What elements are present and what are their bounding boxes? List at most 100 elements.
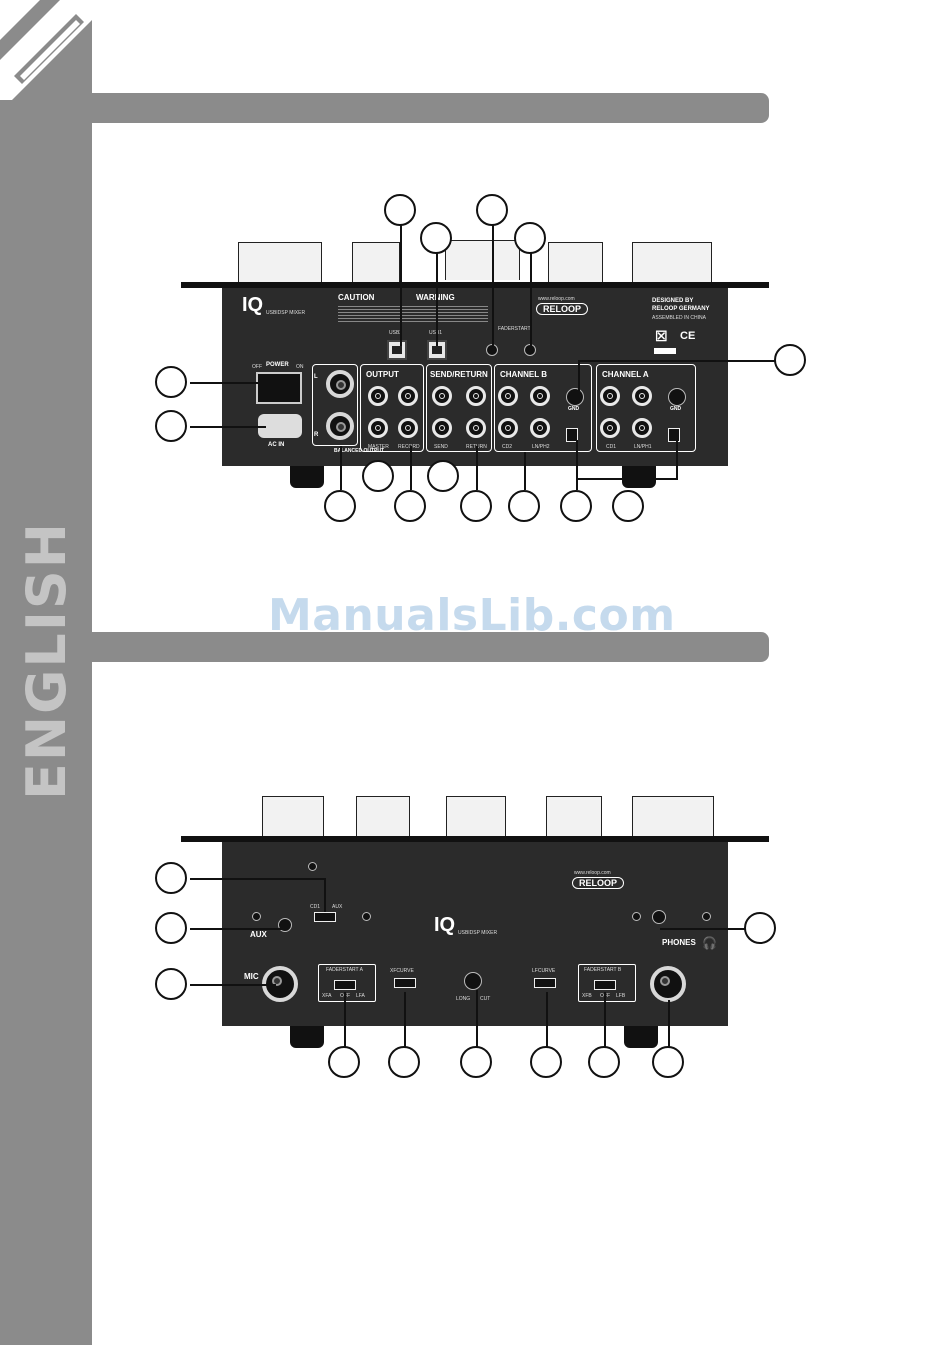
top-knob: [352, 242, 400, 282]
lfb-label: LFB: [616, 993, 626, 999]
lnph2-switch[interactable]: [566, 428, 578, 442]
cd2-r-rca[interactable]: [498, 418, 518, 438]
usb2-port[interactable]: [387, 340, 407, 360]
faderstart-b-switch[interactable]: [594, 980, 616, 990]
record-r-rca[interactable]: [398, 418, 418, 438]
master-r-rca[interactable]: [368, 418, 388, 438]
return-l-rca[interactable]: [466, 386, 486, 406]
power-off-label: OFF: [252, 364, 262, 370]
top-knob: [238, 242, 322, 282]
lnph2-l-rca[interactable]: [530, 386, 550, 406]
channel-b-label: CHANNEL B: [500, 370, 547, 379]
phones-label: PHONES: [662, 938, 696, 947]
callout-circle: [588, 1046, 620, 1078]
serial-sticker: [654, 348, 676, 354]
callout-circle: [420, 222, 452, 254]
warning-title: WARNING: [416, 293, 455, 302]
screw: [632, 912, 641, 921]
callout-circle: [427, 460, 459, 492]
lnph1-switch[interactable]: [668, 428, 680, 442]
power-switch[interactable]: [256, 372, 302, 404]
phones-mini-jack[interactable]: [652, 910, 666, 924]
language-label: ENGLISH: [15, 521, 78, 800]
warning-text: [338, 304, 488, 324]
master-l-rca[interactable]: [368, 386, 388, 406]
screw: [252, 912, 261, 921]
send-l-rca[interactable]: [432, 386, 452, 406]
faderstart-a-box: [318, 964, 376, 1002]
callout-leader: [324, 878, 326, 912]
callout-circle: [774, 344, 806, 376]
callout-leader: [546, 992, 548, 1048]
return-r-rca[interactable]: [466, 418, 486, 438]
lnph1-l-rca[interactable]: [632, 386, 652, 406]
balanced-out-r-jack[interactable]: [326, 412, 354, 440]
output-box: [360, 364, 424, 452]
cd1-l-rca[interactable]: [600, 386, 620, 406]
callout-circle: [460, 490, 492, 522]
cd2-l-rca[interactable]: [498, 386, 518, 406]
gnd-b-terminal[interactable]: [566, 388, 584, 406]
callout-leader: [344, 992, 346, 1048]
callout-circle: [476, 194, 508, 226]
lnph1-r-rca[interactable]: [632, 418, 652, 438]
lfcurve-switch[interactable]: [534, 978, 556, 988]
phones-jack[interactable]: [650, 966, 686, 1002]
balanced-out-l-jack[interactable]: [326, 370, 354, 398]
model-caption: USBIDSP MIXER: [266, 310, 306, 316]
callout-leader: [190, 928, 286, 930]
channel-a-box: [596, 364, 696, 452]
callout-leader: [492, 224, 494, 346]
reloop-logo: RELOOP: [572, 877, 625, 889]
xfb-label: XFB: [582, 993, 592, 999]
cd1-aux-switch[interactable]: [314, 912, 336, 922]
aux-label: AUX: [250, 930, 267, 939]
gnd-a-label: GND: [670, 406, 682, 412]
front-panel: www.reloop.com RELOOP IQ USBIDSP MIXER C…: [222, 842, 728, 1026]
power-on-label: ON: [296, 364, 304, 370]
model-caption: USBIDSP MIXER: [458, 930, 498, 936]
callout-circle: [530, 1046, 562, 1078]
record-label: RECORD: [398, 444, 420, 450]
callout-circle: [328, 1046, 360, 1078]
callout-circle: [384, 194, 416, 226]
chapter-tab-icon: [0, 0, 92, 100]
lnph1-label: LN/PH1: [634, 444, 652, 450]
balanced-out-label: BALANCED OUTPUT: [334, 448, 384, 454]
faderstart-b-box: [578, 964, 636, 1002]
record-l-rca[interactable]: [398, 386, 418, 406]
callout-circle: [508, 490, 540, 522]
gnd-a-terminal[interactable]: [668, 388, 686, 406]
screw: [362, 912, 371, 921]
callout-circle: [652, 1046, 684, 1078]
top-knob: [632, 796, 714, 836]
rear-foot-left: [290, 466, 324, 488]
gnd-b-label: GND: [568, 406, 580, 412]
lfa-label: LFA: [356, 993, 365, 999]
output-label: OUTPUT: [366, 370, 399, 379]
iq-logo: IQ: [242, 294, 264, 316]
callout-leader: [604, 992, 606, 1048]
callout-circle: [560, 490, 592, 522]
faderstart-a-switch[interactable]: [334, 980, 356, 990]
xfcurve-switch[interactable]: [394, 978, 416, 988]
top-plate: [181, 836, 769, 842]
callout-leader: [190, 984, 276, 986]
cut-label: CUT: [480, 996, 491, 1002]
send-r-rca[interactable]: [432, 418, 452, 438]
long-label: LONG: [456, 996, 471, 1002]
balanced-out-box: [312, 364, 358, 446]
top-knob: [546, 796, 602, 836]
curve-knob[interactable]: [464, 972, 482, 990]
usb2-label: USB2: [389, 330, 403, 336]
reloop-logo: RELOOP: [536, 303, 589, 315]
top-knob: [632, 242, 712, 282]
send-label: SEND: [434, 444, 448, 450]
cd1-r-rca[interactable]: [600, 418, 620, 438]
section-header-bar-rear: [92, 93, 769, 123]
callout-circle: [155, 968, 187, 1000]
callout-circle: [362, 460, 394, 492]
callout-circle: [394, 490, 426, 522]
usb1-label: USB1: [429, 330, 442, 336]
lnph2-r-rca[interactable]: [530, 418, 550, 438]
